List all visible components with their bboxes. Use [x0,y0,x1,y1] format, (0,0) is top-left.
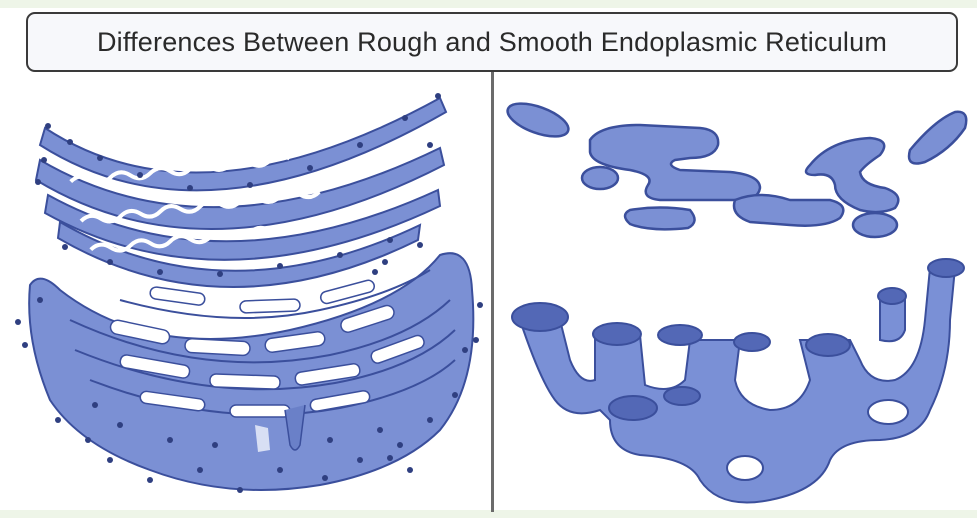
smooth-er-tubule [909,112,966,164]
smooth-er-pore [868,400,908,424]
rough-er-lumen-cell [230,405,290,417]
rough-er-lumen-cell [149,286,205,306]
smooth-er-tube-opening [658,325,702,345]
rough-er-illustration [15,93,483,493]
smooth-er-vesicle [503,97,572,143]
smooth-er-tube-opening [806,334,850,356]
smooth-er-tubular-network [512,259,964,503]
smooth-er-tubule [625,208,695,230]
smooth-er-pore [727,456,763,480]
smooth-er-tube-opening [928,259,964,277]
rough-er-lumen-cell [185,338,251,355]
rough-er-body [29,253,473,490]
rough-er-lumen-cell [319,279,375,305]
rough-er-lumen-cell [210,374,280,389]
smooth-er-tube-opening [878,288,906,304]
smooth-er-tube-opening [664,387,700,405]
smooth-er-vesicle [853,213,897,237]
smooth-er-tube-opening [593,323,641,345]
smooth-er-tube-opening [609,396,657,420]
smooth-er-tube-opening [512,303,568,331]
rough-er-lower-mass [15,253,483,493]
rough-er-lumen-cell [240,299,300,313]
smooth-er-tubule [734,195,843,226]
smooth-er-illustration [503,97,966,503]
rough-er-upper-cisternae [35,93,446,287]
smooth-er-vesicle [582,167,618,189]
smooth-er-vesicles [503,97,966,237]
smooth-er-tube-opening [734,333,770,351]
smooth-er-tubule [590,125,760,200]
